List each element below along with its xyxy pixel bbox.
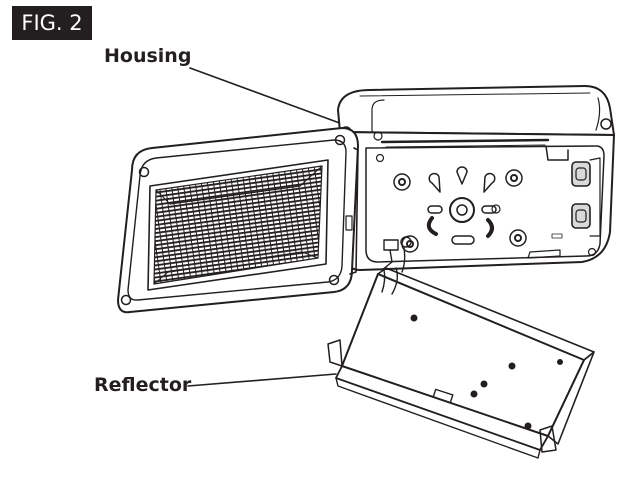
housing <box>337 85 615 273</box>
reflector-callout-label: Reflector <box>94 374 192 396</box>
reflector-panel <box>327 267 595 459</box>
door-lens-frame <box>117 127 359 314</box>
reflector-leader-line <box>187 373 337 387</box>
housing-leader-line <box>189 67 346 126</box>
housing-callout-label: Housing <box>104 45 192 67</box>
figure-label: FIG. 2 <box>12 6 92 40</box>
